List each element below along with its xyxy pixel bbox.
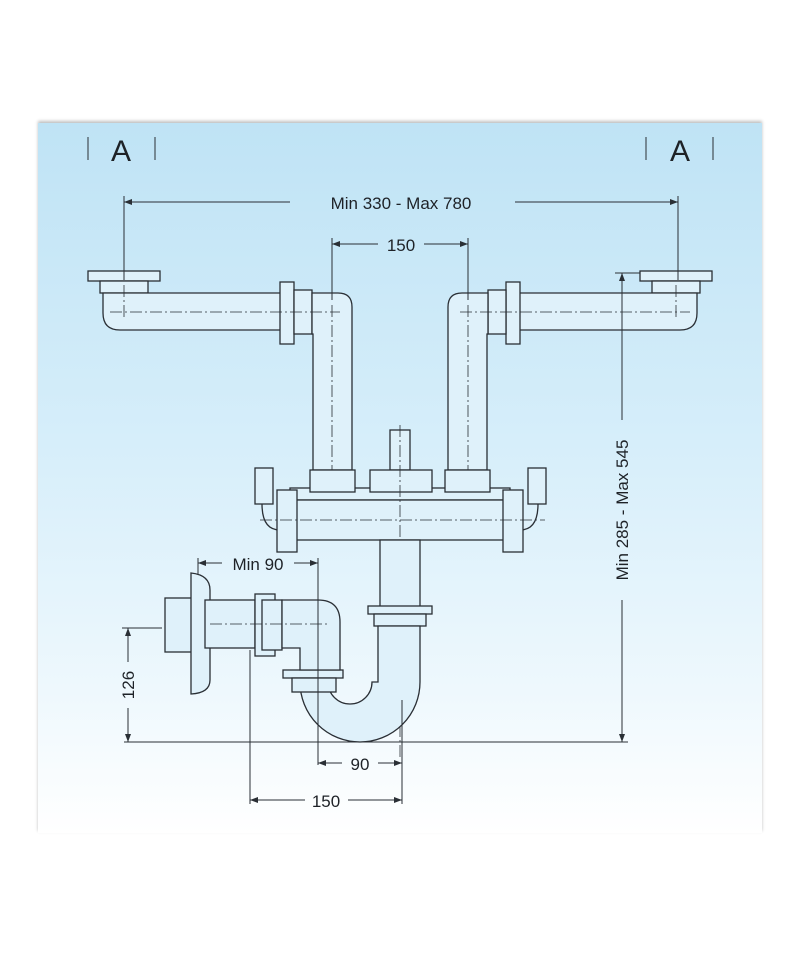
svg-text:Min 285 - Max 545: Min 285 - Max 545: [613, 440, 632, 581]
bottle-trap: [282, 539, 433, 743]
left-hose-barb: [254, 467, 274, 505]
svg-text:A: A: [111, 135, 131, 168]
svg-text:Min 90: Min 90: [232, 555, 283, 574]
svg-text:A: A: [670, 135, 690, 168]
right-sink-inlet: [447, 270, 713, 490]
svg-text:126: 126: [119, 671, 138, 699]
dim-height-range: Min 285 - Max 545: [613, 272, 640, 742]
dim-outlet-min: Min 90: [197, 555, 319, 765]
section-marker-right: A: [645, 135, 714, 168]
svg-text:150: 150: [312, 792, 340, 811]
svg-text:Min 330 - Max 780: Min 330 - Max 780: [331, 194, 472, 213]
dim-inlet-spacing: 150: [331, 236, 469, 300]
dim-sink-spacing: Min 330 - Max 780: [123, 194, 679, 280]
dim-outlet-offset: 150: [249, 650, 402, 811]
svg-text:150: 150: [387, 236, 415, 255]
svg-text:90: 90: [351, 755, 370, 774]
dim-trap-offset: 90: [318, 700, 403, 804]
outlet-arm: [164, 572, 341, 695]
left-sink-inlet: [87, 270, 353, 490]
section-marker-left: A: [87, 135, 156, 168]
manifold: [254, 425, 547, 760]
right-hose-barb: [527, 467, 547, 505]
dim-outlet-height: 126: [119, 627, 162, 742]
